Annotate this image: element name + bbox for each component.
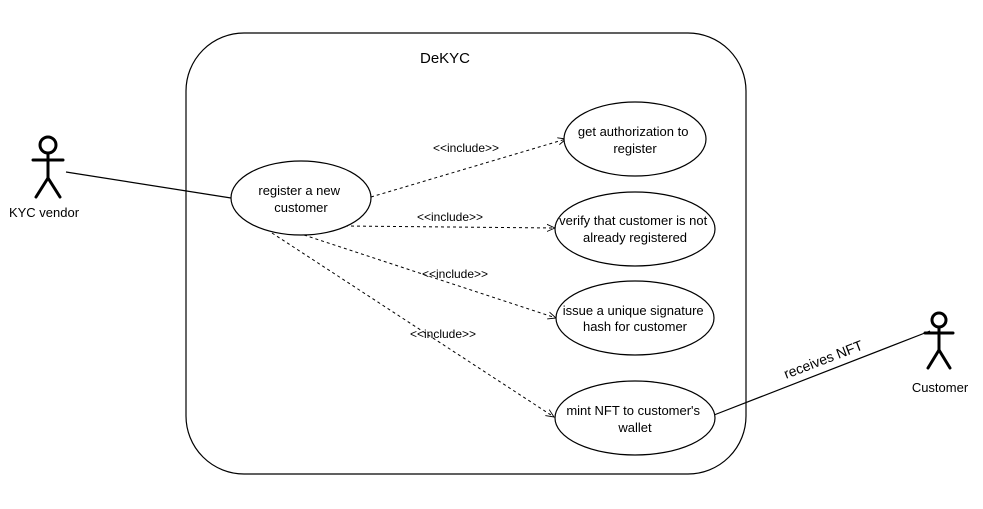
include-arrow-authorization <box>370 139 566 198</box>
association-kyc-vendor-register <box>65 171 232 199</box>
use-case-signature-label: issue a unique signature hash for custom… <box>563 303 708 334</box>
use-case-mint-shape <box>554 380 716 456</box>
use-case-mint[interactable]: mint NFT to customer's wallet <box>554 380 716 456</box>
use-case-authorization-line-1: get authorization to <box>578 124 689 139</box>
use-case-register[interactable]: register a new customer <box>230 160 372 236</box>
include-arrow-mint <box>271 232 554 417</box>
system-title: DeKYC <box>420 50 470 67</box>
include-label-mint: <<include>> <box>410 327 476 341</box>
include-arrow-verify <box>344 226 555 228</box>
use-case-signature[interactable]: issue a unique signature hash for custom… <box>555 280 715 356</box>
use-case-mint-label: mint NFT to customer's wallet <box>566 403 703 435</box>
use-case-mint-line-2: wallet <box>617 420 652 435</box>
actor-kyc-vendor-label: KYC vendor <box>9 205 80 220</box>
use-case-verify-label: verify that customer is not already regi… <box>559 213 711 245</box>
use-case-authorization[interactable]: get authorization to register <box>563 101 707 177</box>
stick-figure-icon <box>31 135 65 199</box>
use-case-signature-line-2: hash for customer <box>583 319 688 334</box>
use-case-verify-line-1: verify that customer is not <box>559 213 707 228</box>
include-label-signature: <<include>> <box>422 267 488 281</box>
use-case-verify[interactable]: verify that customer is not already regi… <box>554 191 716 267</box>
include-dependencies: <<include>> <<include>> <<include>> <<in… <box>271 139 566 417</box>
stick-figure-icon <box>923 311 955 370</box>
include-arrow-signature <box>303 234 556 318</box>
use-case-verify-shape <box>554 191 716 267</box>
use-case-authorization-shape <box>563 101 707 177</box>
include-label-verify: <<include>> <box>417 210 483 224</box>
actor-customer[interactable]: Customer <box>912 311 969 395</box>
use-case-register-line-2: customer <box>274 200 328 215</box>
use-case-authorization-label: get authorization to register <box>578 124 692 156</box>
use-case-signature-shape <box>555 280 715 356</box>
use-case-register-label: register a new customer <box>258 183 343 215</box>
include-label-authorization: <<include>> <box>433 141 499 155</box>
actor-customer-label: Customer <box>912 380 969 395</box>
association-label-receives-nft: receives NFT <box>781 337 865 382</box>
association-customer-mint <box>713 330 931 416</box>
use-case-verify-line-2: already registered <box>583 230 687 245</box>
actor-kyc-vendor[interactable]: KYC vendor <box>9 135 80 220</box>
use-case-authorization-line-2: register <box>613 141 657 156</box>
use-case-register-shape <box>230 160 372 236</box>
use-case-register-line-1: register a new <box>258 183 340 198</box>
use-case-signature-line-1: issue a unique signature <box>563 303 704 318</box>
use-case-mint-line-1: mint NFT to customer's <box>566 403 700 418</box>
